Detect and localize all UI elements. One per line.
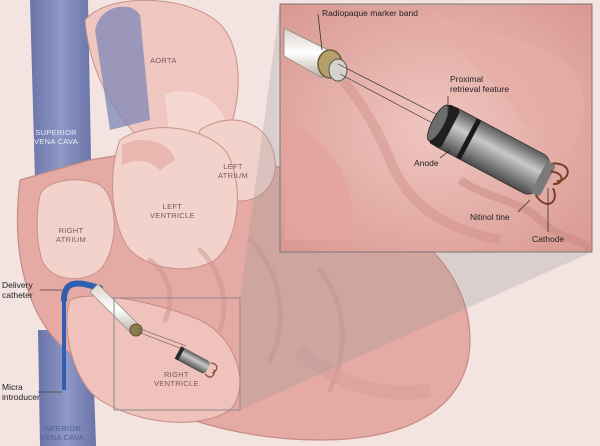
septum-lower: [295, 344, 432, 400]
label-left-ventricle: LEFT VENTRICLE: [150, 202, 195, 220]
label-right-ventricle: RIGHT VENTRICLE: [154, 370, 199, 388]
label-radiopaque-marker-band: Radiopaque marker band: [322, 8, 418, 18]
leader-marker-band: [317, 13, 323, 51]
label-left-atrium: LEFT ATRIUM: [218, 162, 248, 180]
superior-vena-cava: [30, 0, 92, 215]
label-aorta: AORTA: [150, 56, 177, 65]
inset-tissue-4: [457, 176, 594, 253]
right-atrium: [36, 179, 115, 280]
inset-tissue-2: [430, 10, 584, 150]
micra-device-small: [174, 346, 218, 378]
left-ventricle: [112, 127, 238, 270]
label-anode: Anode: [414, 158, 439, 168]
zoom-box: [113, 297, 241, 411]
inset-catheter-opening: [328, 58, 348, 82]
label-superior-vena-cava: SUPERIOR VENA CAVA: [34, 128, 79, 146]
label-inferior-vena-cava: INFERIOR VENA CAVA: [40, 424, 85, 442]
trabeculae: [147, 237, 345, 393]
label-nitinol-tine: Nitinol tine: [470, 212, 510, 222]
label-right-atrium: RIGHT ATRIUM: [56, 226, 86, 244]
leader-nitinol: [517, 199, 531, 213]
label-delivery-catheter: Delivery catheter: [2, 280, 33, 300]
tether-lines: [137, 327, 187, 351]
label-proximal-retrieval-feature: Proximal retrieval feature: [450, 74, 510, 94]
marker-band-small: [129, 323, 143, 337]
inset-tissue-1: [285, 120, 352, 240]
label-cathode: Cathode: [532, 234, 565, 244]
pulmonary-vessel: [95, 6, 150, 130]
inset-tether-lines: [337, 63, 441, 127]
lv-valve: [122, 140, 175, 170]
label-micra-introducer: Micra introducer: [2, 382, 40, 402]
delivery-catheter-tube: [61, 280, 103, 303]
inset-micra-device: [427, 104, 569, 205]
leader-anode: [439, 149, 451, 159]
